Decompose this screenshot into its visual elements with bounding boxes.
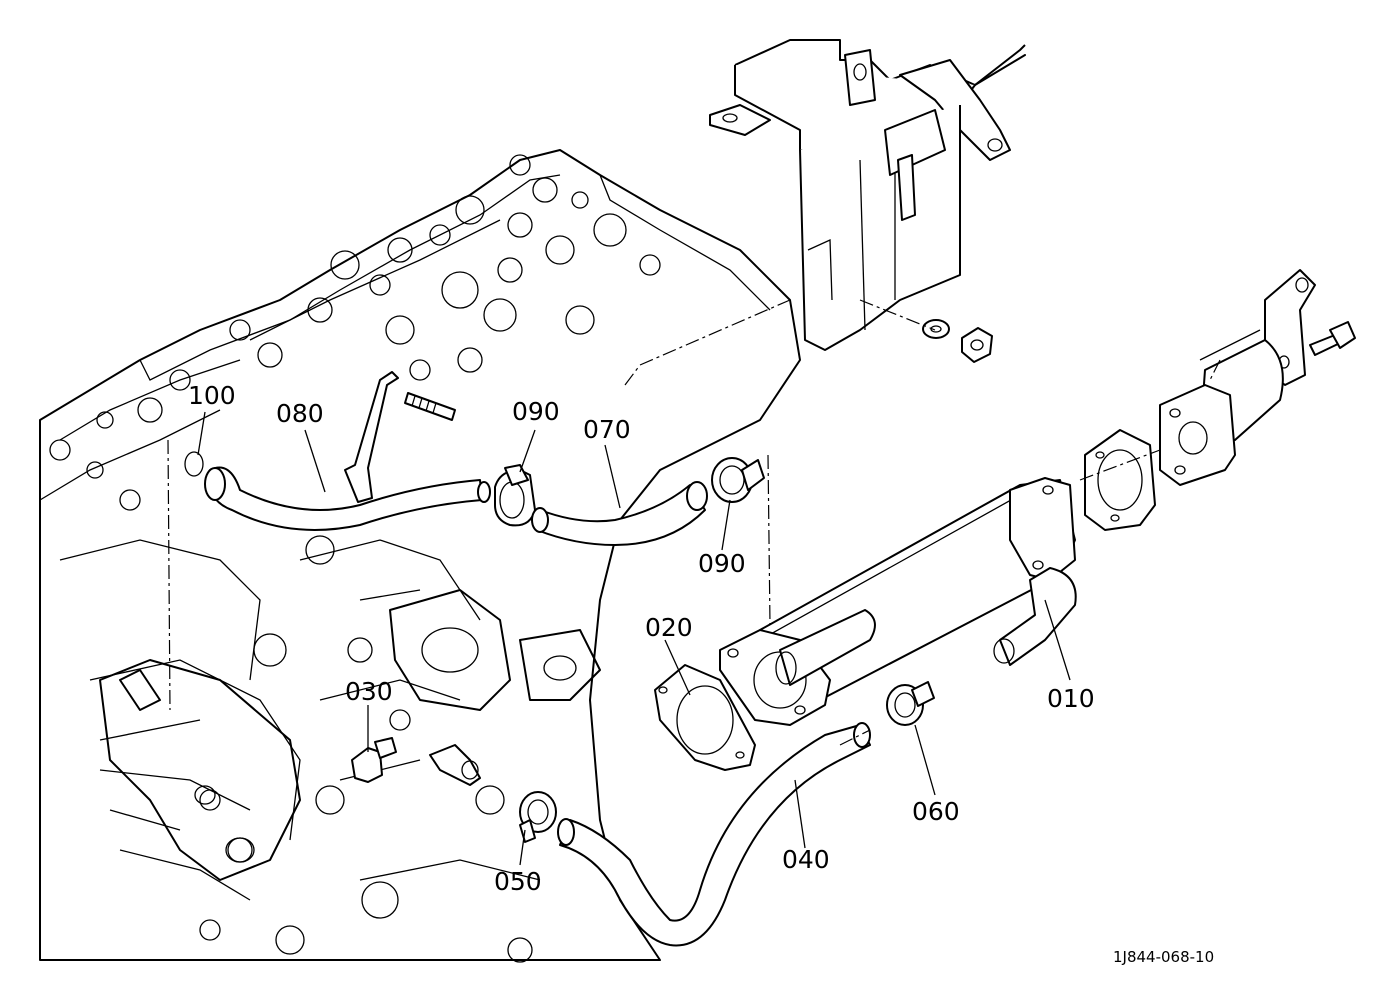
egr-gasket-inner xyxy=(654,664,756,771)
hose-clamp-090a xyxy=(494,464,536,527)
callout-040: 040 xyxy=(782,845,830,874)
coolant-outlet-pipe xyxy=(993,567,1077,666)
egr-cooler xyxy=(719,477,1076,726)
hose-080 xyxy=(204,371,491,531)
callout-020: 020 xyxy=(645,613,693,642)
callout-080: 080 xyxy=(276,399,324,428)
hose-040 xyxy=(557,722,871,947)
callout-060: 060 xyxy=(912,797,960,826)
egr-gasket-outer xyxy=(1084,429,1156,531)
hose-clamp-060 xyxy=(886,681,935,726)
egr-pipe-end xyxy=(1159,329,1284,486)
mounting-bracket xyxy=(709,39,1026,351)
callout-050: 050 xyxy=(494,867,542,896)
reference-code: 1J844-068-10 xyxy=(1113,948,1214,966)
engine-block xyxy=(39,149,801,963)
callout-070: 070 xyxy=(583,415,631,444)
hose-070 xyxy=(531,481,708,546)
callouts: 100 080 090 070 090 020 030 010 060 040 … xyxy=(188,381,1095,896)
hose-clamp-050 xyxy=(519,791,557,843)
o-ring-100 xyxy=(184,451,204,477)
hose-clamp-090b xyxy=(711,457,765,503)
callout-090-right: 090 xyxy=(698,549,746,578)
head-ports xyxy=(49,154,661,511)
leader-lines xyxy=(197,411,1071,866)
fitting-outlet xyxy=(429,744,481,786)
stud-bolt xyxy=(404,392,456,421)
callout-030: 030 xyxy=(345,677,393,706)
callout-090-top: 090 xyxy=(512,397,560,426)
flange-nut xyxy=(922,319,993,363)
callout-100: 100 xyxy=(188,381,236,410)
center-lines xyxy=(167,299,1221,746)
callout-010: 010 xyxy=(1047,684,1095,713)
bolt-030 xyxy=(351,737,397,783)
